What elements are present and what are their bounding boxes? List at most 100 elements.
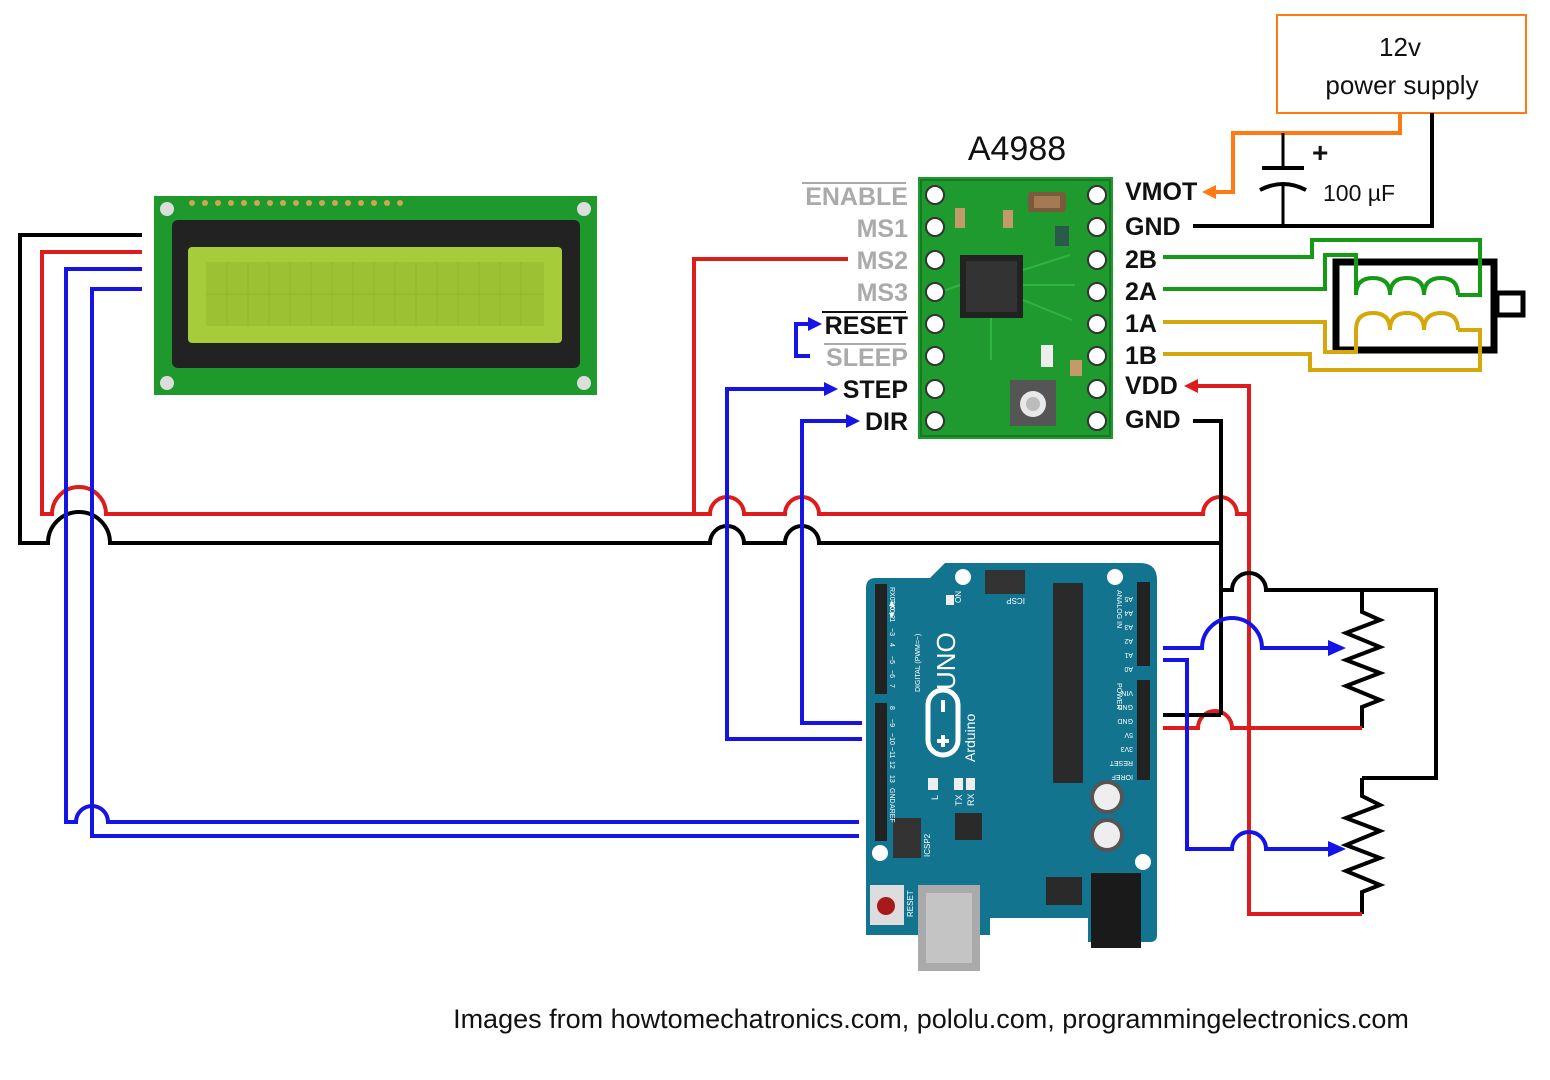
right-header-top-labels: A5 A4 A3 A2 A1 A0 (1124, 595, 1133, 672)
stepper-motor (1332, 258, 1526, 354)
vmot-arrow (1202, 185, 1216, 199)
arduino-uno-board (866, 563, 1157, 971)
pin-vdd-label: VDD (1125, 372, 1178, 400)
pin-reset-header: RESET (1109, 759, 1133, 766)
pin-2b-label: 2B (1125, 246, 1157, 274)
wire-2b (1163, 238, 1482, 297)
arduino-uno-text: UNO (931, 632, 961, 690)
right-header-bottom-labels: VIN GND GND 5V 3V3 RESET IOREF (1109, 689, 1133, 780)
pin-step-label: STEP (843, 376, 908, 404)
pin-d13: 13 (888, 775, 895, 783)
pin-1b-label: 1B (1125, 342, 1157, 370)
pin-a2: A2 (1124, 637, 1133, 644)
potentiometer-1 (1340, 590, 1386, 728)
pin-a4: A4 (1124, 609, 1133, 616)
reset-jumper-arrow (808, 317, 822, 331)
pin-ioref: IOREF (1112, 773, 1133, 780)
pin-d12: 12 (888, 761, 895, 769)
pin-d2: 2 (888, 615, 895, 619)
ms2-wire (692, 257, 848, 514)
pin-3v3: 3V3 (1120, 745, 1133, 752)
led-tx-text: TX (954, 794, 964, 806)
power-supply: 12v power supply (1276, 14, 1527, 114)
pin-a0: A0 (1124, 665, 1133, 672)
pin-d4: 4 (888, 643, 895, 647)
pin-gnd-1: GND (1117, 703, 1133, 710)
pin-ms1-label: MS1 (857, 215, 909, 243)
power-supply-label: power supply (1325, 70, 1478, 100)
led-l-text: L (930, 795, 940, 800)
left-header-top-labels: RX0◀0 TX0▶1 2 ~3 4 ~5 ~6 7 (888, 587, 895, 688)
pin-aref: AREF (888, 804, 895, 823)
pin-2a-label: 2A (1125, 278, 1157, 306)
pin-reset-label: RESET (825, 312, 908, 340)
capacitor-value: 100 µF (1323, 180, 1395, 206)
pin-a3: A3 (1124, 623, 1133, 630)
arduino-on-text: ON (954, 591, 963, 603)
image-credit: Images from howtomechatronics.com, polol… (453, 1004, 1409, 1034)
pin-d8: 8 (888, 706, 895, 710)
step-wire (725, 387, 862, 741)
analog-a1-wire (1163, 616, 1330, 650)
pin-vmot-label: VMOT (1125, 178, 1197, 206)
pin-vin: VIN (1121, 689, 1133, 696)
arduino-5v-wire (1163, 709, 1362, 730)
lcd-display (154, 196, 597, 395)
vdd-wire (1196, 384, 1362, 916)
capacitor: + 100 µF (1259, 133, 1395, 226)
pin-d9: ~9 (888, 719, 895, 727)
a4988-driver-board (918, 177, 1113, 439)
pin-d5: ~5 (888, 656, 895, 664)
pin-enable-label: ENABLE (805, 183, 908, 211)
pin-ms3-label: MS3 (857, 279, 908, 307)
pot-gnd-wire (1221, 571, 1438, 780)
arduino-power-text: POWER (1115, 683, 1122, 709)
pin-d10: ~10 (888, 733, 895, 745)
pin-5v: 5V (1124, 731, 1133, 738)
pin-dir-label: DIR (865, 408, 908, 436)
pin-a1: A1 (1124, 651, 1133, 658)
wire-2a (1163, 253, 1358, 295)
power-supply-voltage: 12v (1379, 32, 1421, 62)
red-power-wire (40, 250, 1249, 516)
arduino-brand-text: Arduino (962, 714, 978, 762)
dir-arrow (846, 414, 860, 428)
pin-d3: ~3 (888, 628, 895, 636)
black-ground-wire (18, 233, 1221, 545)
pin-gnd-bottom-label: GND (1125, 406, 1181, 434)
supply-ground-wire (1193, 113, 1434, 228)
driver-gnd-wire (1193, 419, 1223, 715)
capacitor-plus: + (1312, 137, 1328, 168)
lcd-data-wire-2 (90, 287, 859, 838)
pin-d11: ~11 (888, 747, 895, 758)
pin-gnd-2: GND (1117, 717, 1133, 724)
arduino-reset-text: RESET (906, 890, 915, 917)
pin-d1: TX0▶1 (888, 600, 895, 622)
analog-a1-arrow (1328, 640, 1346, 656)
vmot-wire (1212, 113, 1402, 194)
vdd-arrow (1184, 379, 1198, 393)
pin-ms2-label: MS2 (857, 247, 908, 275)
analog-a0-wire (1163, 658, 1330, 851)
pin-d0: RX0◀0 (888, 587, 895, 610)
arduino-icsp-text: ICSP (1006, 596, 1025, 605)
potentiometer-2 (1340, 778, 1386, 914)
pin-gnd-left: GND (888, 788, 895, 804)
arduino-digital-text: DIGITAL (PWM=~) (915, 634, 922, 692)
wire-1a (1163, 320, 1358, 354)
pin-1a-label: 1A (1125, 310, 1157, 338)
wire-1b (1163, 328, 1482, 372)
pin-gnd-top-label: GND (1125, 213, 1181, 241)
pin-d6: ~6 (888, 670, 895, 678)
analog-a0-arrow (1328, 841, 1346, 857)
driver-title: A4988 (968, 130, 1066, 168)
left-header-bottom-labels: 8 ~9 ~10 ~11 12 13 GND AREF (888, 706, 895, 823)
pin-d7: 7 (888, 684, 895, 688)
lcd-data-wire-1 (64, 267, 859, 824)
arduino-icsp2-text: ICSP2 (923, 833, 932, 857)
reset-sleep-jumper (794, 322, 812, 358)
dir-wire (800, 419, 862, 725)
arduino-analog-text: ANALOG IN (1115, 590, 1122, 628)
pin-sleep-label: SLEEP (826, 344, 908, 372)
led-rx-text: RX (966, 793, 976, 806)
